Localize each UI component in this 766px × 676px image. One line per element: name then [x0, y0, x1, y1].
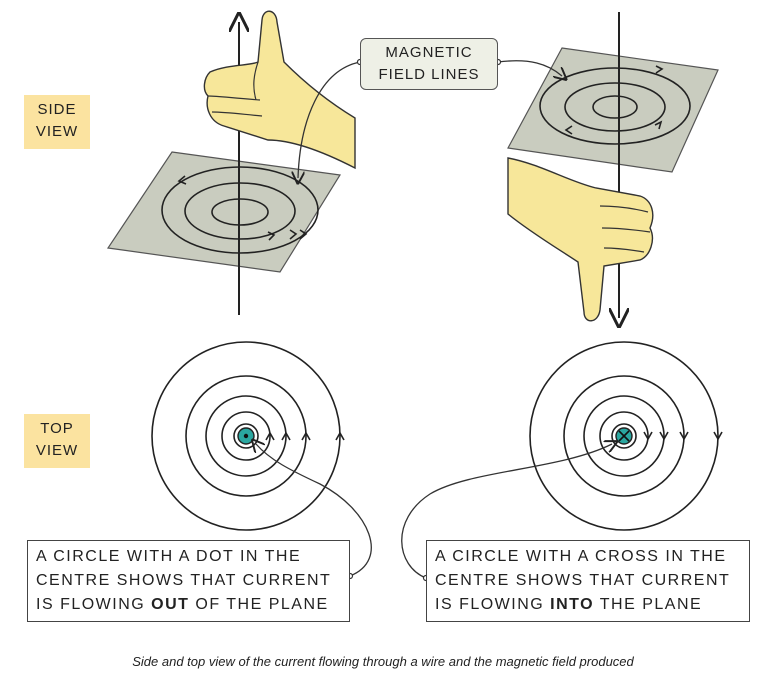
figure-caption: Side and top view of the current flowing… [132, 654, 634, 669]
right-field-loop-outer [539, 67, 691, 145]
callout-leader-right [497, 60, 562, 76]
dot-note-line-3-pre: IS FLOWING [36, 596, 152, 613]
dot-note-line-1: A CIRCLE WITH A DOT IN THE [36, 548, 302, 565]
right-side-view [507, 12, 719, 322]
right-top-ring [611, 423, 637, 449]
cross-note-line-3-post: THE PLANE [594, 596, 703, 613]
cross-wire-mark [618, 430, 630, 442]
right-top-view [401, 341, 723, 582]
left-top-ring [185, 375, 307, 497]
left-note-leader [256, 444, 372, 577]
left-plane [106, 151, 341, 273]
magnetic-field-lines-callout: MAGNETIC FIELD LINES [360, 38, 498, 90]
left-field-arrow [177, 175, 187, 185]
left-top-arrow [335, 431, 345, 441]
right-top-arrow [713, 431, 723, 441]
right-hand-thumb-up-icon [203, 10, 356, 170]
left-top-view [151, 341, 372, 580]
right-field-loop-inner [592, 95, 638, 119]
right-top-ring [583, 395, 665, 477]
right-field-arrow [654, 120, 663, 130]
dot-note-direction: OUT [151, 596, 190, 613]
right-top-arrow [659, 431, 669, 441]
cross-note-line-3-pre: IS FLOWING [435, 596, 551, 613]
dot-note-line-3: IS FLOWING OUT OF THE PLANE [36, 593, 341, 617]
right-field-loop-middle [564, 82, 666, 132]
dot-wire-center [243, 433, 249, 439]
right-field-arrow [655, 65, 664, 74]
left-field-arrow [299, 229, 308, 240]
right-plane [507, 47, 719, 173]
top-view-label: TOP VIEW [24, 414, 90, 468]
side-view-label: SIDE VIEW [24, 95, 90, 149]
cross-note-line-1: A CIRCLE WITH A CROSS IN THE [435, 548, 727, 565]
right-top-arrow [679, 431, 689, 441]
right-top-ring [563, 375, 685, 497]
cross-note-direction: INTO [550, 596, 595, 613]
dot-note-line-2: CENTRE SHOWS THAT CURRENT [36, 572, 332, 589]
left-field-arrow [289, 229, 298, 240]
cross-note-line-2: CENTRE SHOWS THAT CURRENT [435, 572, 731, 589]
right-field-arrow [564, 125, 573, 135]
left-top-arrow [301, 431, 311, 441]
dot-note-line-3-post: OF THE PLANE [189, 596, 329, 613]
right-top-ring [529, 341, 719, 531]
cross-explanation-note: A CIRCLE WITH A CROSS IN THE CENTRE SHOW… [426, 540, 750, 622]
left-top-arrow [265, 431, 275, 441]
left-top-ring [233, 423, 259, 449]
right-top-ring [599, 411, 649, 461]
left-top-ring [151, 341, 341, 531]
dot-explanation-note: A CIRCLE WITH A DOT IN THE CENTRE SHOWS … [27, 540, 350, 622]
right-top-arrow [643, 431, 653, 441]
left-top-ring [205, 395, 287, 477]
left-field-arrow [267, 231, 276, 241]
left-top-arrow [281, 431, 291, 441]
callout-leader-left [298, 61, 361, 178]
right-note-leader [401, 444, 612, 579]
left-top-ring [221, 411, 271, 461]
right-hand-thumb-down-icon [507, 157, 654, 322]
left-side-view [106, 10, 356, 315]
cross-note-line-3: IS FLOWING INTO THE PLANE [435, 593, 741, 617]
